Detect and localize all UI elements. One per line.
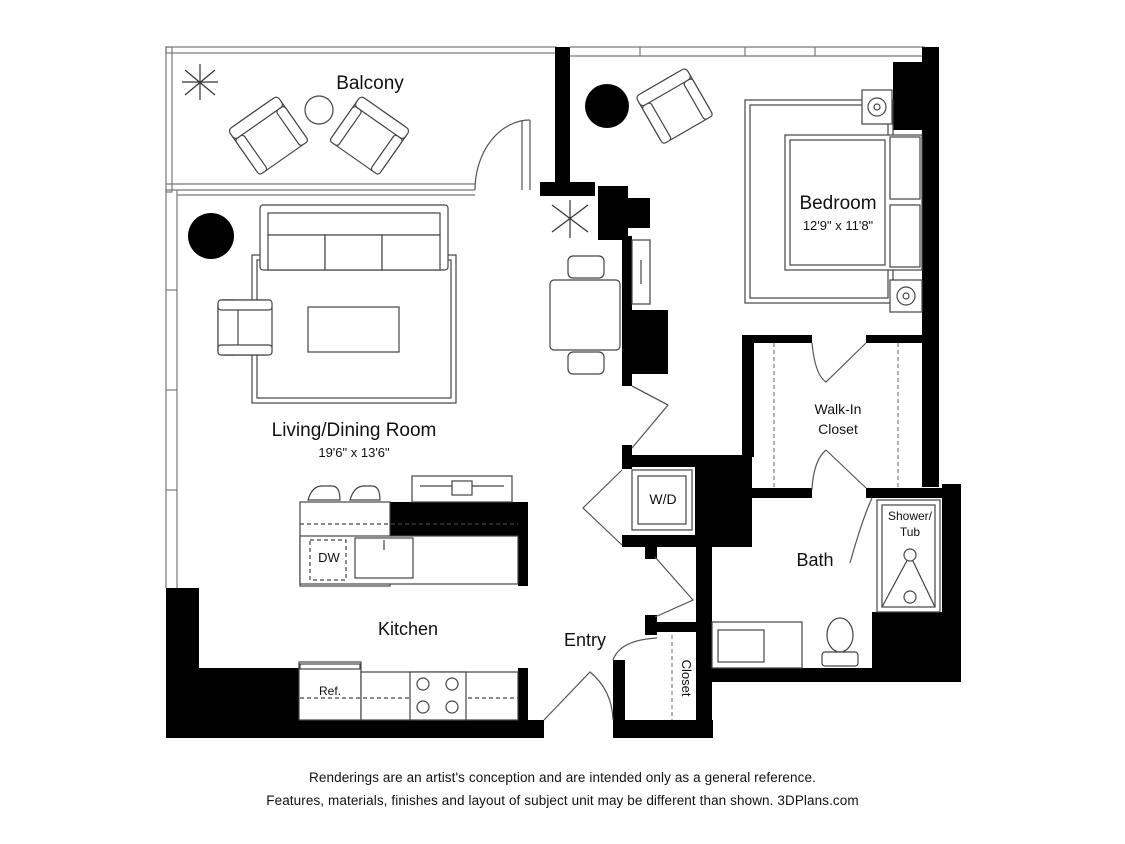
living-furniture — [188, 200, 651, 404]
lamp-icon — [585, 84, 629, 128]
refrigerator — [298, 661, 362, 721]
washer-dryer — [631, 469, 693, 531]
dw-label: DW — [318, 550, 340, 565]
bedroom-label: Bedroom — [799, 193, 876, 214]
living-label: Living/Dining Room — [272, 420, 437, 441]
walkin-label-line1: Walk-In — [815, 401, 862, 417]
ref-label: Ref. — [319, 684, 341, 698]
disclaimer-line-1: Renderings are an artist's conception an… — [309, 770, 816, 785]
bath-fixtures — [711, 499, 941, 669]
bedroom-window — [570, 46, 925, 57]
balcony-furniture — [182, 64, 410, 175]
armchair — [217, 299, 273, 356]
dining-table — [549, 279, 621, 351]
living-dimensions: 19'6" x 13'6" — [318, 445, 390, 460]
wd-label: W/D — [649, 491, 676, 507]
shower-label-line2: Tub — [900, 525, 921, 539]
balcony-plant-icon — [182, 64, 218, 100]
kitchen-fixtures — [298, 475, 519, 721]
shower-label-line1: Shower/ — [888, 509, 933, 523]
doors — [474, 119, 873, 721]
bedroom-furniture — [585, 68, 923, 313]
walls — [166, 47, 961, 738]
lamp-icon — [188, 213, 234, 259]
bedroom-dimensions: 12'9" x 11'8" — [803, 218, 874, 233]
living-window — [165, 190, 475, 588]
entry-label: Entry — [564, 630, 606, 650]
balcony-label: Balcony — [336, 73, 404, 94]
kitchen-label: Kitchen — [378, 619, 438, 639]
disclaimer-line-2: Features, materials, finishes and layout… — [266, 793, 859, 808]
walkin-label-line2: Closet — [818, 421, 858, 437]
closet-shelving — [773, 343, 899, 488]
coffee-table — [307, 306, 400, 353]
closet-label: Closet — [679, 660, 694, 697]
bath-label: Bath — [796, 550, 833, 570]
toilet-icon — [821, 617, 859, 667]
stove — [409, 671, 467, 721]
living-plant-icon — [551, 200, 589, 238]
